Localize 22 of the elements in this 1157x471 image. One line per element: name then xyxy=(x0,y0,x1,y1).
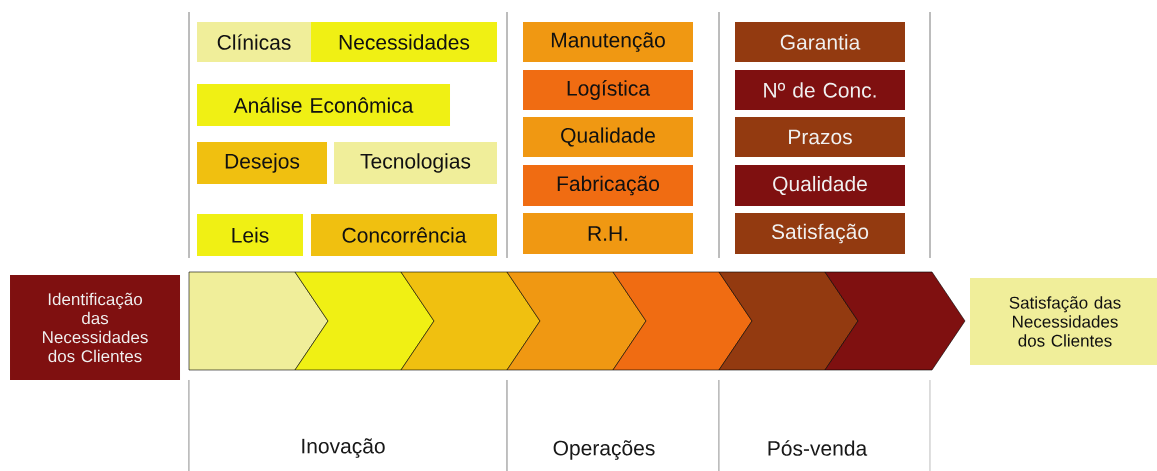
text-box: Satisfação xyxy=(735,213,905,254)
text-box: Clínicas xyxy=(197,22,311,62)
phase-label: Inovação xyxy=(302,438,385,458)
text-box: Garantia xyxy=(735,22,905,62)
text-box: Fabricação xyxy=(523,165,693,206)
text-box: Satisfação das Necessidades dos Clientes xyxy=(970,278,1157,365)
text-box: Identificação das Necessidades dos Clientes xyxy=(10,275,180,380)
text-box: Concorrência xyxy=(311,214,497,256)
text-box: Nº de Conc. xyxy=(735,70,905,110)
text-box: Tecnologias xyxy=(334,142,497,184)
text-box: R.H. xyxy=(523,213,693,254)
text-box: Qualidade xyxy=(523,117,693,157)
text-box: Logística xyxy=(523,70,693,110)
text-box: Desejos xyxy=(197,142,327,184)
phase-label: Pós-venda xyxy=(768,440,868,456)
text-box: Prazos xyxy=(735,117,905,157)
phase-label: Operações xyxy=(553,440,655,460)
text-box: Manutenção xyxy=(523,22,693,62)
text-box: Leis xyxy=(197,214,303,256)
text-box: Qualidade xyxy=(735,165,905,206)
text-box: Necessidades xyxy=(311,22,497,62)
text-box: Análise Econômica xyxy=(197,84,450,126)
